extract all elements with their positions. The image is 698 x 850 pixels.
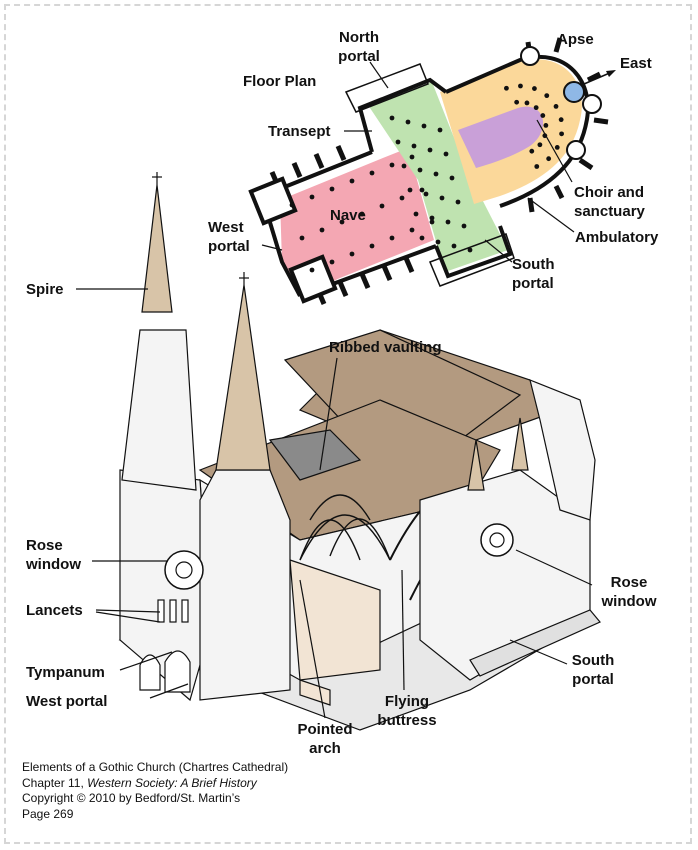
label-east: East: [620, 55, 652, 72]
page-border: [4, 4, 692, 844]
apse-chapel: [563, 81, 585, 103]
transept-zone: [368, 82, 508, 272]
floor-plan-title: Floor Plan: [243, 73, 317, 90]
east-arrow: [583, 71, 613, 85]
rose-window-south: [480, 523, 514, 557]
sanctuary-zone: [458, 106, 544, 168]
radiating-chapels: [520, 46, 602, 160]
north-west-tower: [248, 176, 298, 226]
south-tower: [199, 469, 291, 701]
south-spire: [215, 284, 271, 471]
cutaway-vault: [268, 429, 362, 481]
credit-block: Elements of a Gothic Church (Chartres Ca…: [22, 760, 288, 822]
west-portal-arches: [139, 650, 191, 693]
lancet-windows: [157, 599, 189, 623]
plan-piers: [289, 83, 564, 273]
floor-plan: [248, 37, 616, 305]
label-transept: Transept: [268, 123, 331, 140]
label-tympanum: Tympanum: [26, 664, 105, 681]
south-portal-steps: [469, 609, 601, 677]
label-lancets: Lancets: [26, 602, 83, 619]
north-spire: [141, 184, 173, 313]
north-tower: [121, 329, 197, 491]
credit-copyright: Copyright © 2010 by Bedford/St. Martin’s: [22, 791, 241, 805]
apse-buttresses: [529, 379, 596, 521]
porches: [344, 63, 515, 287]
label-west-portal: West portal: [26, 693, 108, 710]
credit-chapter: Chapter 11, Western Society: A Brief His…: [22, 775, 257, 790]
pointed-arch-base: [299, 679, 331, 706]
label-apse: Apse: [557, 31, 594, 48]
south-transept-spire-2: [511, 417, 529, 471]
leader-lines: [76, 61, 593, 719]
transept-south: [434, 225, 513, 279]
rose-window-west: [164, 550, 204, 590]
south-west-tower: [288, 254, 338, 304]
label-spire: Spire: [26, 281, 64, 298]
credit-page: Page 269: [22, 806, 74, 821]
label-nave: Nave: [330, 207, 366, 224]
label-ambulatory: Ambulatory: [575, 229, 659, 246]
apse-wall: [445, 54, 590, 208]
south-transept-spire-1: [467, 439, 485, 491]
transept-north: [357, 77, 448, 153]
label-ribbed-vaulting: Ribbed vaulting: [329, 339, 442, 356]
ribbed-vaulting: [299, 494, 391, 561]
credit-title: Elements of a Gothic Church (Chartres Ca…: [22, 760, 289, 774]
